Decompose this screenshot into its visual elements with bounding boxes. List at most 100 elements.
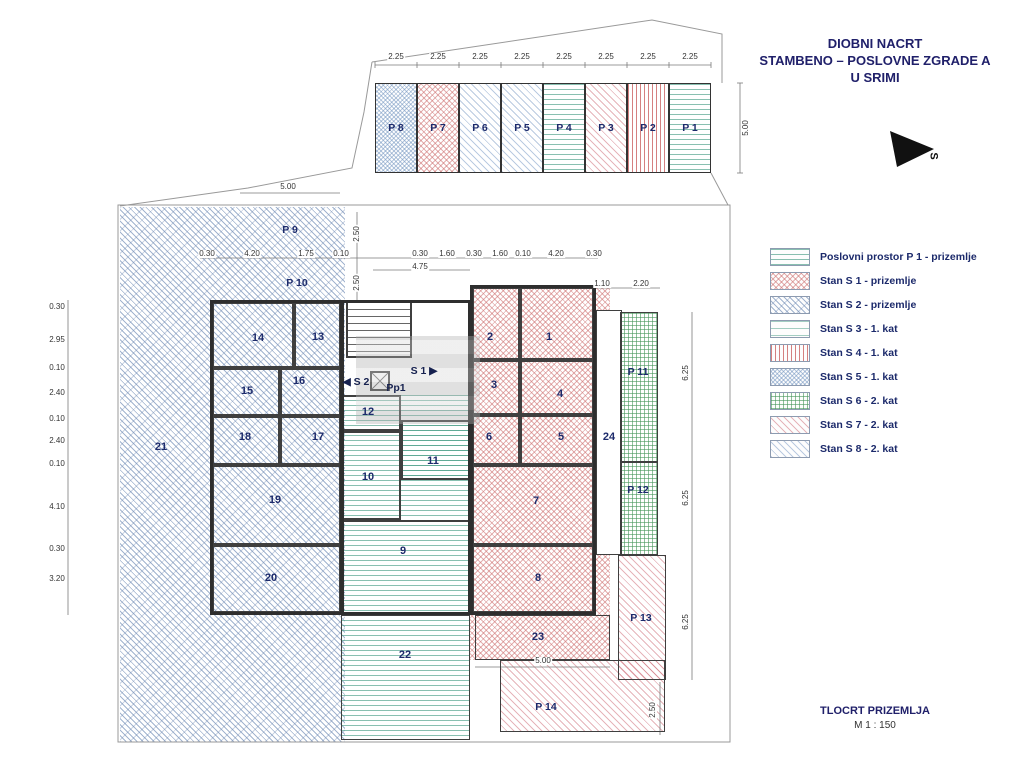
dim-label: 2.95 [48, 335, 66, 344]
room-9 [341, 520, 470, 615]
dim-label: 2.25 [681, 52, 699, 61]
room-label-2: 2 [486, 331, 494, 343]
dim-label: 2.50 [352, 225, 361, 243]
room-1 [520, 287, 594, 360]
legend-swatch-stan-s3 [770, 320, 810, 338]
dim-label: 4.10 [48, 502, 66, 511]
title-line-3: U SRIMI [850, 69, 900, 85]
dim-label: 0.10 [48, 459, 66, 468]
room-label-19: 19 [268, 494, 282, 506]
dim-label: 0.10 [332, 249, 350, 258]
room-8 [472, 545, 594, 613]
room-label-4: 4 [556, 388, 564, 400]
room-label-3: 3 [490, 379, 498, 391]
room-label-20: 20 [264, 572, 278, 584]
dim-label: 0.30 [465, 249, 483, 258]
dim-label: 2.25 [555, 52, 573, 61]
area-label-p14: P 14 [535, 701, 557, 713]
footer-title: TLOCRT PRIZEMLJA [820, 705, 930, 717]
room-label-1: 1 [545, 331, 553, 343]
dim-label: 2.40 [48, 388, 66, 397]
stall-label: P 1 [682, 122, 698, 134]
room-label-18: 18 [238, 431, 252, 443]
dim-label: 0.30 [585, 249, 603, 258]
legend-label: Stan S 2 - prizemlje [820, 299, 917, 311]
parking-p11-frame [620, 312, 658, 462]
area-label-p12: P 12 [627, 484, 649, 496]
dim-label: 1.60 [491, 249, 509, 258]
parking-stall-p6: P 6 [459, 83, 501, 173]
footer-scale: M 1 : 150 [854, 720, 896, 731]
dim-label: 1.60 [438, 249, 456, 258]
dim-label: 0.10 [48, 363, 66, 372]
room-label-8: 8 [534, 572, 542, 584]
title-line-2: STAMBENO – POSLOVNE ZGRADE A [759, 52, 991, 68]
room-label-6: 6 [485, 431, 493, 443]
room-label-17: 17 [311, 431, 325, 443]
room-label-7: 7 [532, 495, 540, 507]
elevator-shaft [370, 371, 390, 391]
area-label-p9: P 9 [282, 224, 298, 236]
title-line-1: DIOBNI NACRT [827, 36, 923, 51]
room-label-24: 24 [602, 431, 616, 443]
legend-swatch-stan-s6 [770, 392, 810, 410]
parking-stall-p2: P 2 [627, 83, 669, 173]
stall-label: P 2 [640, 122, 656, 134]
room-3 [472, 360, 520, 415]
legend-swatch-stan-s8 [770, 440, 810, 458]
room-17 [280, 416, 341, 465]
room-label-10: 10 [361, 471, 375, 483]
corridor-24 [596, 310, 622, 555]
dim-label: 2.25 [429, 52, 447, 61]
dim-label: 1.10 [593, 279, 611, 288]
drawing-footer: TLOCRT PRIZEMLJA M 1 : 150 [790, 705, 960, 731]
dim-label: 2.25 [471, 52, 489, 61]
staircase [346, 300, 412, 358]
parking-p14-frame [500, 660, 665, 732]
legend-label: Poslovni prostor P 1 - prizemlje [820, 251, 977, 263]
legend-label: Stan S 3 - 1. kat [820, 323, 898, 335]
stall-label: P 6 [472, 122, 488, 134]
dim-label: 2.40 [48, 436, 66, 445]
parking-stall-p5: P 5 [501, 83, 543, 173]
area-label-p10: P 10 [286, 277, 308, 289]
parking-stall-p1: P 1 [669, 83, 711, 173]
room-18 [212, 416, 280, 465]
dim-label: 4.75 [411, 262, 429, 271]
dim-label: 6.25 [681, 364, 690, 382]
room-label-15: 15 [240, 385, 254, 397]
parking-stall-p7: P 7 [417, 83, 459, 173]
legend-label: Stan S 6 - 2. kat [820, 395, 898, 407]
area-label-p13: P 13 [630, 612, 652, 624]
dim-label: 5.00 [741, 119, 750, 137]
room-label-14: 14 [251, 332, 265, 344]
dim-label: 2.50 [648, 701, 657, 719]
north-arrow-icon [890, 131, 934, 167]
dim-label: 5.00 [534, 656, 552, 665]
room-label-13: 13 [311, 331, 325, 343]
parking-p13-frame [618, 555, 666, 680]
dim-label: 3.20 [48, 574, 66, 583]
legend-label: Stan S 4 - 1. kat [820, 347, 898, 359]
legend-swatch-stan-s2 [770, 296, 810, 314]
stall-label: P 4 [556, 122, 572, 134]
unit-label-pp1: Pp1 [386, 382, 406, 394]
dim-label: 6.25 [681, 613, 690, 631]
room-label-12: 12 [361, 406, 375, 418]
stall-label: P 7 [430, 122, 446, 134]
legend-label: Stan S 7 - 2. kat [820, 419, 898, 431]
legend-label: Stan S 5 - 1. kat [820, 371, 898, 383]
room-label-9: 9 [399, 545, 407, 557]
parking-stall-p8: P 8 [375, 83, 417, 173]
legend-label: Stan S 8 - 2. kat [820, 443, 898, 455]
dim-label: 2.25 [513, 52, 531, 61]
legend-swatch-stan-s4 [770, 344, 810, 362]
room-15 [212, 368, 280, 416]
unit-label-s2: ◀ S 2 [342, 376, 370, 388]
north-label: S [927, 152, 940, 160]
legend-label: Stan S 1 - prizemlje [820, 275, 917, 287]
dim-label: 0.30 [411, 249, 429, 258]
parcel-label-21: 21 [154, 441, 168, 453]
room-11 [401, 420, 470, 480]
dim-label: 0.30 [198, 249, 216, 258]
